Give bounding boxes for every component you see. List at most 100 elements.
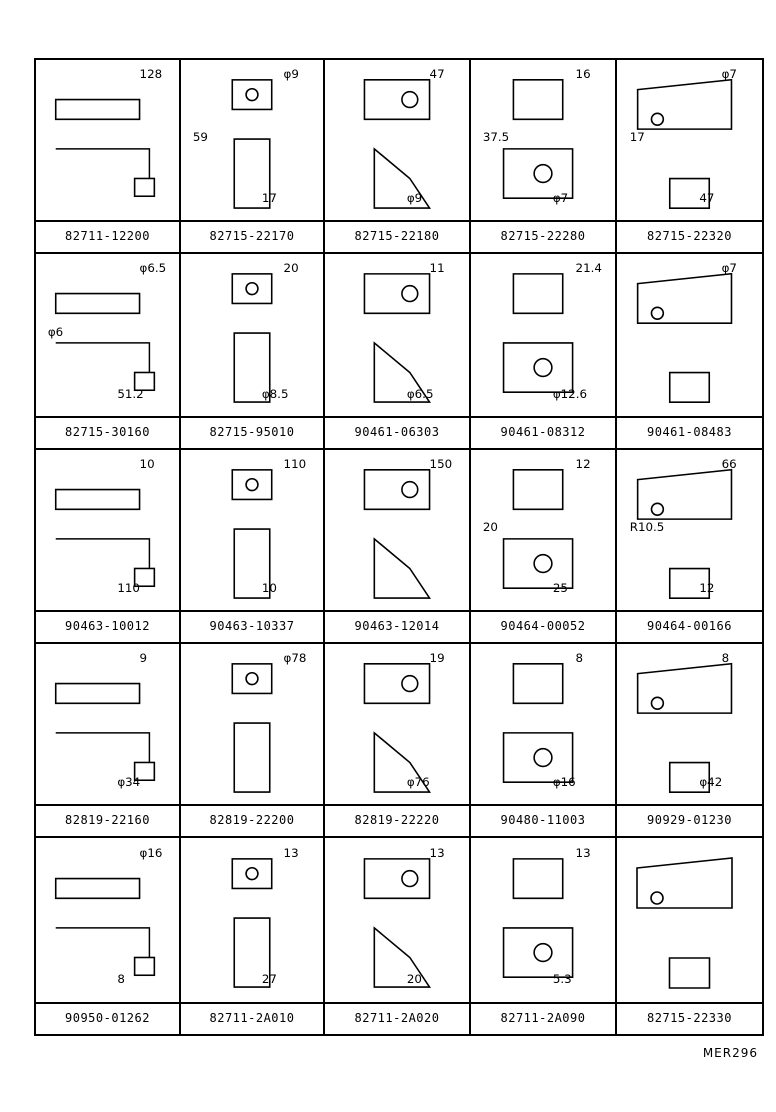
dimension-label: 20 xyxy=(407,972,422,986)
part-number: 82819-22160 xyxy=(36,804,179,836)
dimension-label: φ6 xyxy=(48,325,63,339)
part-drawing: 150 xyxy=(363,457,453,599)
part-cell: 82715-22330 xyxy=(617,838,762,1034)
part-number: 90929-01230 xyxy=(617,804,762,836)
dimension-label: φ8.5 xyxy=(262,387,289,401)
part-drawing: φ7 xyxy=(636,261,737,403)
figure-reference: MER296 xyxy=(702,1046,758,1060)
dimension-label: φ34 xyxy=(117,775,140,789)
dimension-label: 19 xyxy=(430,651,445,665)
part-drawing: 135.3 xyxy=(502,846,591,986)
part-number: 82711-2A020 xyxy=(325,1002,469,1034)
dimension-label: 10 xyxy=(262,581,277,595)
part-number: 90461-08483 xyxy=(617,416,762,448)
dimension-label: 128 xyxy=(140,67,163,81)
part-number: 82715-22170 xyxy=(181,220,323,252)
dimension-label: 8 xyxy=(576,651,584,665)
dimension-label: 37.5 xyxy=(483,130,509,144)
dimension-label: 47 xyxy=(430,67,445,81)
part-drawing: 21.4 φ12.6 xyxy=(502,261,602,401)
part-number: 82715-22330 xyxy=(617,1002,762,1034)
dimension-label: φ7 xyxy=(722,261,737,275)
dimension-label: 51.2 xyxy=(117,387,143,401)
part-drawing: 66 12 R10.5 xyxy=(630,457,737,599)
dimension-label: φ6.5 xyxy=(140,261,167,275)
part-illustration xyxy=(617,838,762,1004)
part-cell: 128 82711-12200 xyxy=(36,60,181,254)
part-drawing: φ78 xyxy=(231,651,306,793)
dimension-label: φ42 xyxy=(699,775,722,789)
part-cell: φ6.5 51.2 φ6 82715-30160 xyxy=(36,254,181,450)
part-illustration: 21.4 φ12.6 xyxy=(471,254,615,418)
dimension-label: 66 xyxy=(722,457,737,471)
dimension-label: 12 xyxy=(699,581,714,595)
dimension-label: φ16 xyxy=(140,846,163,860)
part-number: 82819-22200 xyxy=(181,804,323,836)
part-number: 82711-12200 xyxy=(36,220,179,252)
dimension-label: 12 xyxy=(576,457,591,471)
dimension-label: 25 xyxy=(553,581,568,595)
part-number: 82711-2A090 xyxy=(471,1002,615,1034)
dimension-label: 20 xyxy=(483,520,498,534)
dimension-label: φ12.6 xyxy=(553,387,587,401)
part-number: 90461-06303 xyxy=(325,416,469,448)
part-number: 90464-00052 xyxy=(471,610,615,642)
part-illustration: 13 20 xyxy=(325,838,469,1004)
dimension-label: 13 xyxy=(430,846,445,860)
dimension-label: 11 xyxy=(430,261,445,275)
part-number: 90464-00166 xyxy=(617,610,762,642)
part-cell: 12 25 20 90464-00052 xyxy=(471,450,617,644)
part-number: 82715-30160 xyxy=(36,416,179,448)
dimension-label: 10 xyxy=(140,457,155,471)
part-number: 82715-95010 xyxy=(181,416,323,448)
part-illustration: 150 xyxy=(325,450,469,612)
part-number: 90461-08312 xyxy=(471,416,615,448)
part-number: 82711-2A010 xyxy=(181,1002,323,1034)
dimension-label: 13 xyxy=(284,846,299,860)
dimension-label: φ7 xyxy=(553,191,568,205)
dimension-label: 21.4 xyxy=(576,261,602,275)
part-number: 90463-10337 xyxy=(181,610,323,642)
part-number: 90950-01262 xyxy=(36,1002,179,1034)
dimension-label: 13 xyxy=(576,846,591,860)
part-cell: 13 20 82711-2A020 xyxy=(325,838,471,1034)
part-drawing: 13 20 xyxy=(363,846,445,988)
dimension-label: 5.3 xyxy=(553,972,572,986)
part-cell: 66 12 R10.5 90464-00166 xyxy=(617,450,762,644)
dimension-label: 150 xyxy=(430,457,453,471)
dimension-label: R10.5 xyxy=(630,520,665,534)
part-drawing: φ6.5 51.2 φ6 xyxy=(48,261,167,401)
